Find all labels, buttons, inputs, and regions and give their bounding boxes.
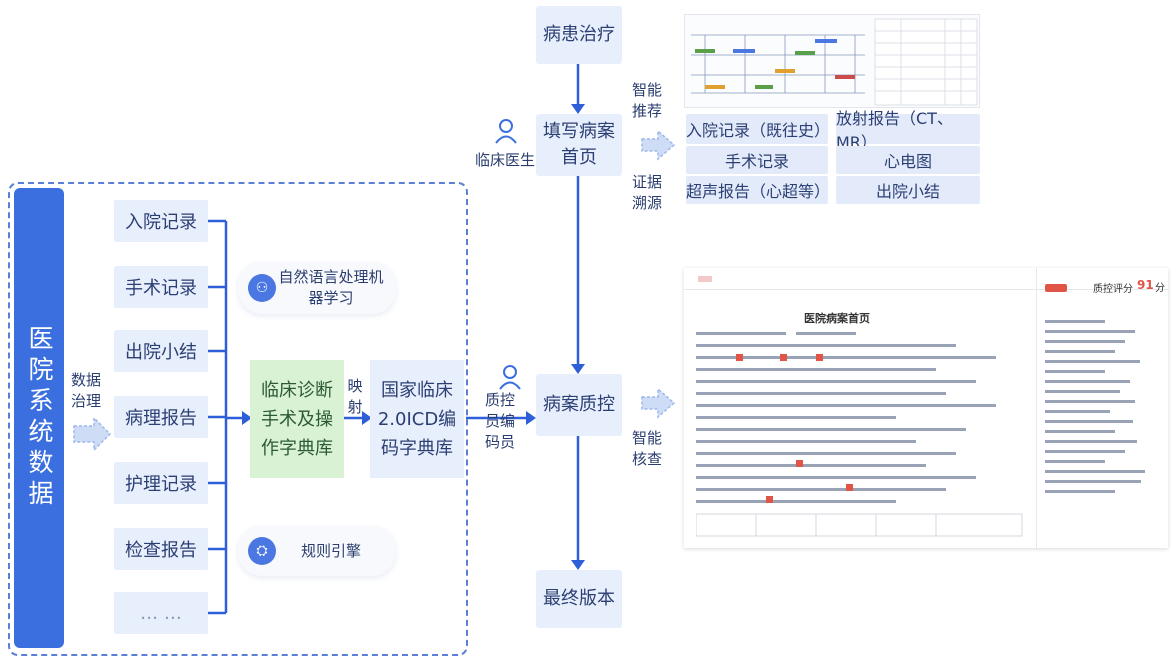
qc-score-value: 91 — [1137, 278, 1154, 292]
doctor-person-icon — [495, 119, 517, 144]
doctor-label: 临床医生 — [474, 151, 535, 169]
evidence-admission-history: 入院记录（既往史） — [686, 114, 830, 144]
rule-engine-label: 规则引擎 — [300, 541, 361, 560]
hospital-system-title: 医院系统数据 — [25, 325, 54, 511]
evidence-trace-label: 证据溯源 — [631, 173, 662, 212]
smart-check-label: 智能核查 — [631, 429, 662, 468]
source-surgery-record: 手术记录 — [114, 266, 208, 308]
governance-arrow-icon — [73, 416, 112, 452]
flow-final-version: 最终版本 — [536, 570, 622, 628]
evidence-ecg: 心电图 — [836, 146, 980, 174]
nlp-ml-pill: ⚇ 自然语言处理机器学习 — [238, 262, 396, 314]
qc-score-unit: 分 — [1155, 283, 1165, 294]
network-icon: ⚇ — [248, 274, 276, 302]
recommend-preview-image — [684, 14, 980, 108]
evidence-ultrasound-report: 超声报告（心超等） — [686, 176, 830, 204]
check-arrow-icon — [641, 387, 676, 419]
data-governance-label: 数据治理 — [70, 371, 101, 410]
rule-engine-pill: ⛭ 规则引擎 — [238, 526, 396, 576]
qc-preview-image: 医院病案首页 — [684, 268, 1168, 548]
smart-recommend-label: 智能推荐 — [631, 81, 662, 120]
qc-form-body — [695, 328, 1026, 538]
flow-record-qc: 病案质控 — [536, 374, 622, 436]
source-more: … … — [114, 592, 208, 634]
nlp-ml-label: 自然语言处理机器学习 — [278, 268, 384, 307]
recommend-arrow-icon — [641, 129, 676, 161]
source-pathology-report: 病理报告 — [114, 396, 208, 438]
coder-person-icon — [499, 365, 521, 390]
evidence-radiology-report: 放射报告（CT、MR） — [836, 109, 980, 152]
coder-label: 质控员编码员 — [484, 391, 515, 451]
evidence-surgery-record: 手术记录 — [686, 146, 828, 174]
knowledge-graph-thumbnail — [691, 18, 978, 106]
source-exam-report: 检查报告 — [114, 528, 208, 570]
engine-icon: ⛭ — [248, 537, 276, 565]
source-nursing-record: 护理记录 — [114, 462, 208, 504]
flow-fill-front-page: 填写病案首页 — [536, 114, 622, 176]
source-discharge-summary: 出院小结 — [114, 330, 208, 372]
hospital-system-bar: 医院系统数据 — [14, 188, 64, 648]
source-admission-record: 入院记录 — [114, 200, 208, 242]
mapping-label: 映射 — [347, 377, 363, 416]
qc-score-label: 质控评分 — [1093, 284, 1133, 295]
flow-patient-treatment: 病患治疗 — [536, 6, 622, 64]
qc-score-panel: 质控评分 91 分 — [1036, 268, 1168, 548]
clinical-dictionary-box: 临床诊断手术及操作字典库 — [250, 360, 344, 478]
evidence-discharge-summary: 出院小结 — [836, 176, 980, 204]
icd-dictionary-box: 国家临床2.0ICD编码字典库 — [370, 360, 464, 478]
qc-form-title: 医院病案首页 — [804, 312, 870, 325]
